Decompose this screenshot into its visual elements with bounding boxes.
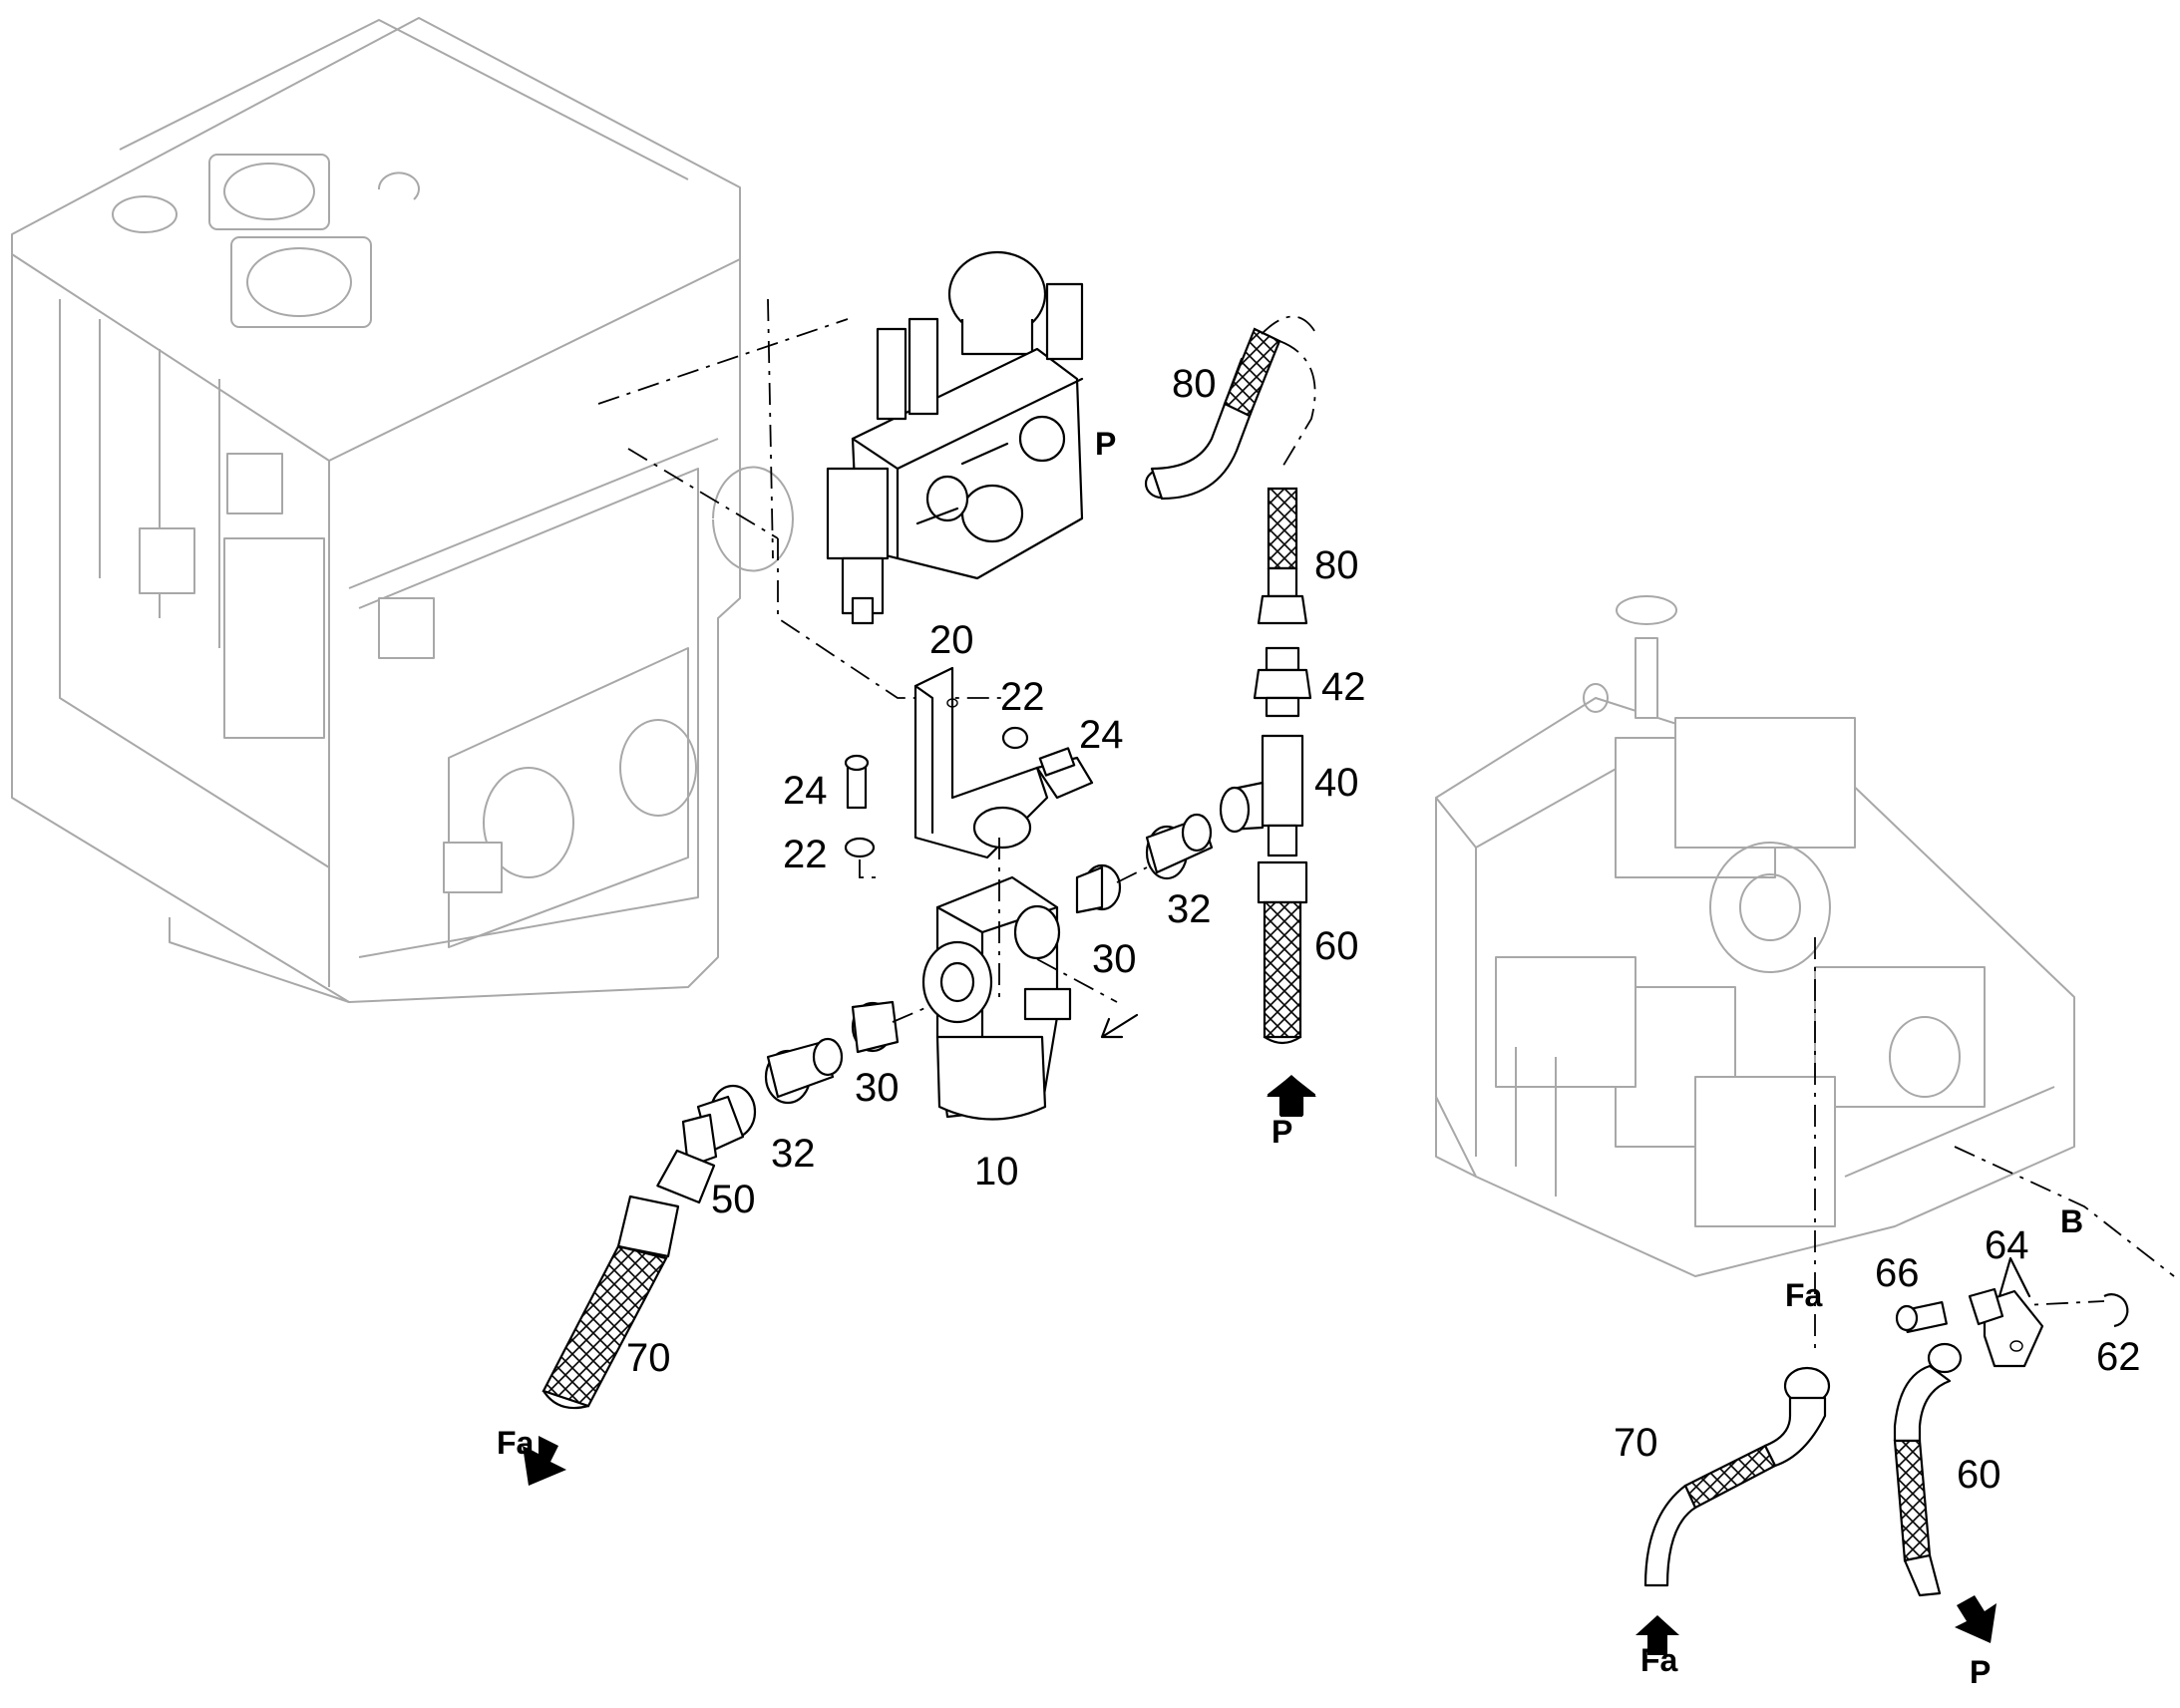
callout-64: 64 xyxy=(1985,1223,2029,1267)
callout-50: 50 xyxy=(711,1178,756,1221)
callout-70-left: 70 xyxy=(626,1336,671,1380)
callout-32-b: 32 xyxy=(771,1132,816,1176)
flow-arrow-up-icon xyxy=(1267,1075,1316,1117)
cab-frame xyxy=(11,17,794,1003)
port-label-fa-mid: Fa xyxy=(1785,1277,1823,1313)
flange-parts-62-64-66 xyxy=(1895,1256,2129,1368)
port-label-b: B xyxy=(2060,1203,2083,1239)
callout-80-mid: 80 xyxy=(1314,543,1359,587)
callout-20: 20 xyxy=(929,618,974,662)
callout-62: 62 xyxy=(2096,1335,2141,1379)
port-label-p-hose: P xyxy=(1272,1114,1292,1150)
callout-30-b: 30 xyxy=(855,1066,900,1110)
callout-66: 66 xyxy=(1875,1251,1920,1295)
fittings-30-32-right xyxy=(1075,813,1214,914)
callout-22-b: 22 xyxy=(783,833,828,876)
hose-assembly-vertical xyxy=(1219,487,1316,1117)
hose-60-right xyxy=(1893,1342,1997,1643)
valve-block xyxy=(826,250,1084,625)
callout-60-mid: 60 xyxy=(1314,924,1359,968)
port-label-fa-bottom: Fa xyxy=(1640,1642,1678,1678)
callout-24-b: 24 xyxy=(783,769,828,813)
callout-70-right: 70 xyxy=(1614,1421,1658,1465)
filter-10 xyxy=(921,838,1139,1121)
callout-10: 10 xyxy=(974,1150,1019,1194)
callout-60-right: 60 xyxy=(1957,1453,2001,1497)
port-label-p-bottom: P xyxy=(1970,1654,1991,1690)
callout-30-a: 30 xyxy=(1092,937,1137,981)
callout-42: 42 xyxy=(1321,665,1366,709)
callout-40: 40 xyxy=(1314,761,1359,805)
bracket-20 xyxy=(844,666,1094,878)
callout-32-a: 32 xyxy=(1167,887,1212,931)
hose-80-upper xyxy=(1144,315,1317,501)
callout-24-a: 24 xyxy=(1079,713,1124,757)
callout-22-a: 22 xyxy=(1000,675,1045,719)
port-label-fa-left: Fa xyxy=(497,1425,535,1461)
transmission-pump xyxy=(1435,595,2075,1277)
fittings-left-hose-70 xyxy=(523,1000,928,1486)
hose-70-right xyxy=(1635,1366,1831,1655)
callout-80-top: 80 xyxy=(1172,362,1217,406)
port-label-p-valve: P xyxy=(1095,426,1116,462)
